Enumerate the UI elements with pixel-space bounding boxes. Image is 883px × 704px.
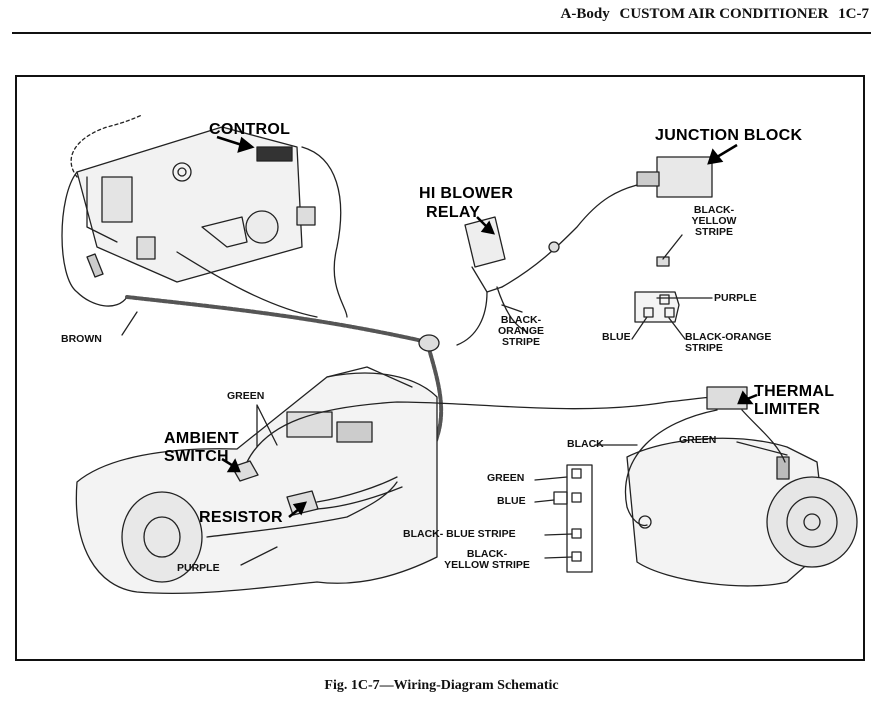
label-ambient-line1: AMBIENT	[164, 430, 239, 447]
label-thermal-line1: THERMAL	[754, 383, 835, 400]
header-rule	[12, 32, 871, 34]
junction-block-drawing	[636, 156, 713, 198]
header-title: CUSTOM AIR CONDITIONER	[619, 6, 829, 22]
wire-label-black-orange-connector-1: BLACK-ORANGE	[685, 331, 772, 343]
header-section: A-Body	[560, 6, 610, 22]
label-control: CONTROL	[209, 121, 291, 138]
wire-label-black-yellow-3: STRIPE	[695, 226, 733, 238]
connector-3pin	[634, 291, 680, 323]
wire-label-blue-resistor: BLUE	[497, 495, 526, 507]
header-page-number: 1C-7	[838, 6, 869, 22]
wire-label-green-compressor: GREEN	[679, 434, 717, 446]
relay-drawing	[464, 216, 506, 293]
wire-label-black-yellow-resistor-2: YELLOW STRIPE	[444, 559, 530, 571]
label-thermal-line2: LIMITER	[754, 401, 821, 418]
purple-wire	[206, 481, 398, 538]
wire-label-black-yellow-2: YELLOW	[691, 215, 737, 227]
wire-label-black-orange-connector-2: STRIPE	[685, 342, 723, 354]
label-ambient-line2: SWITCH	[164, 448, 229, 465]
arrow-relay	[476, 216, 488, 228]
wire-label-green-ambient: GREEN	[227, 390, 265, 402]
wire-label-blue-connector: BLUE	[602, 331, 631, 343]
compressor-drawing	[626, 437, 858, 587]
wire-label-black-yellow-1: BLACK-	[693, 204, 735, 216]
page-header: A-Body CUSTOM AIR CONDITIONER 1C-7	[555, 6, 869, 23]
wire-label-black-blue-stripe: BLACK- BLUE STRIPE	[403, 528, 516, 540]
wire-label-black-orange-relay-3: STRIPE	[502, 336, 540, 348]
arrow-resistor	[288, 508, 300, 518]
label-resistor: RESISTOR	[199, 509, 283, 526]
label-hi-blower-line2: RELAY	[426, 204, 481, 221]
control-panel-drawing	[76, 126, 316, 283]
arrow-control	[216, 135, 243, 147]
figure-caption: Fig. 1C-7—Wiring-Diagram Schematic	[324, 678, 559, 693]
wire-label-green-resistor: GREEN	[487, 472, 525, 484]
wire-label-black-compressor: BLACK	[567, 438, 604, 450]
wire-label-brown: BROWN	[61, 333, 102, 345]
main-harness	[125, 295, 429, 344]
arrow-junction	[716, 143, 738, 159]
wire-label-black-yellow-resistor-1: BLACK-	[466, 548, 508, 560]
wire-to-junction	[501, 181, 653, 288]
resistor-connector-schematic	[553, 464, 593, 573]
diagram-frame: CONTROL JUNCTION BLOCK HI BLOWER RELAY A…	[15, 75, 865, 661]
wiring-illustration	[61, 114, 858, 594]
wire-label-purple-connector: PURPLE	[714, 292, 757, 304]
brown-wire	[61, 171, 128, 307]
label-junction-block: JUNCTION BLOCK	[655, 127, 803, 144]
wire-label-purple-blower: PURPLE	[177, 562, 220, 574]
label-hi-blower-line1: HI BLOWER	[419, 185, 514, 202]
wire-label-black-orange-relay-2: ORANGE	[497, 325, 545, 337]
green-wire-ambient	[246, 395, 738, 463]
wire-label-black-orange-relay-1: BLACK-	[500, 314, 542, 326]
